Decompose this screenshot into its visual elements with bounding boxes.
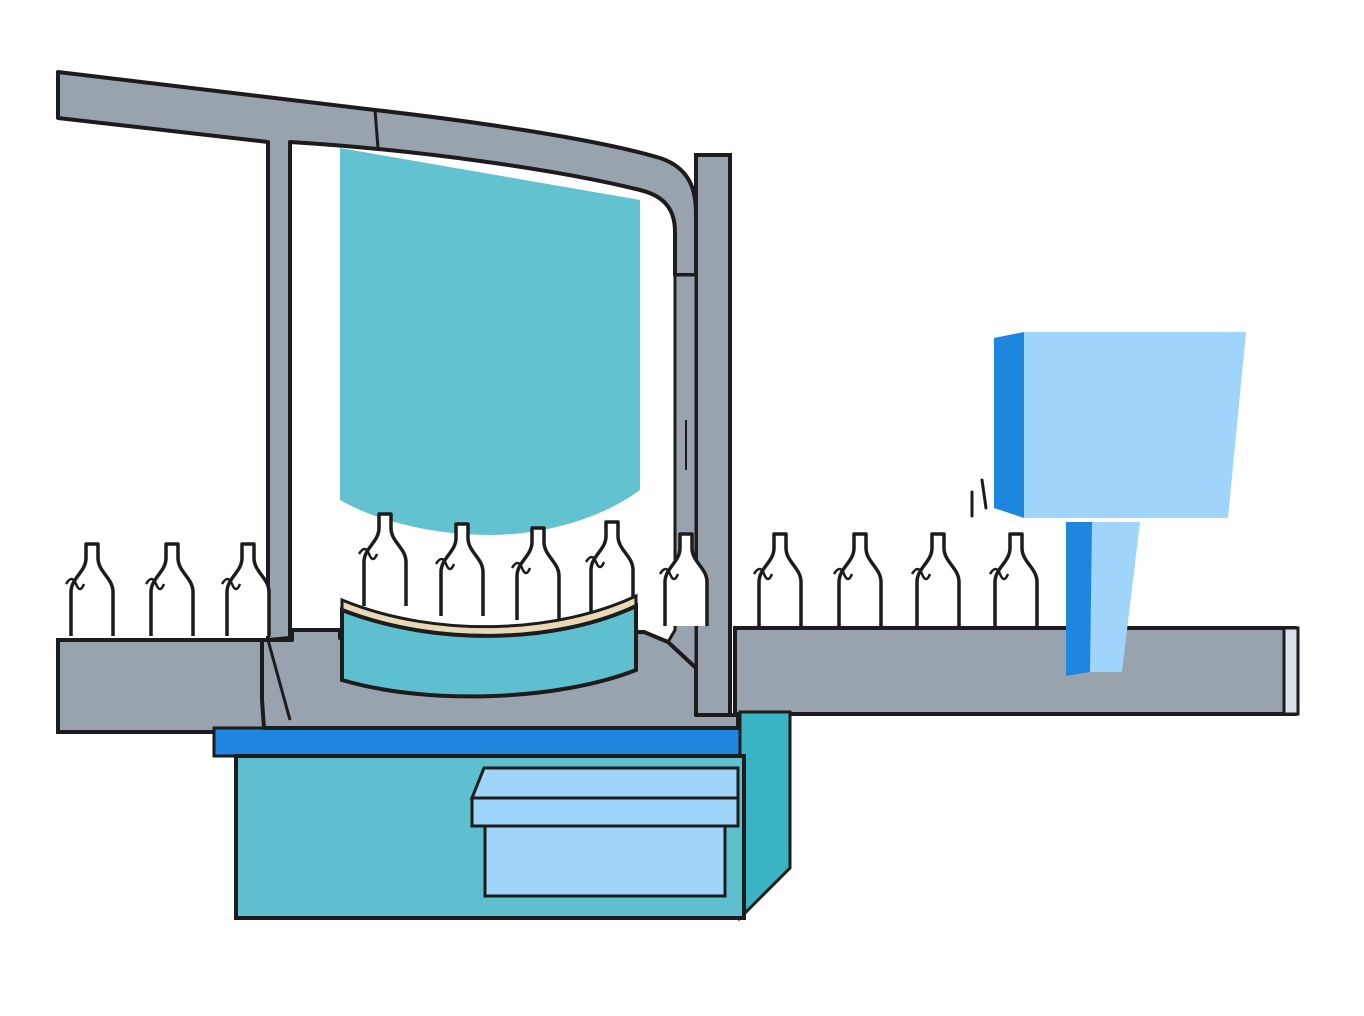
bottle-5	[439, 522, 485, 616]
capper-stem-light	[1090, 522, 1140, 672]
machine-base	[212, 710, 792, 922]
bottle-6	[515, 526, 561, 620]
bottle-1-splash	[64, 577, 86, 591]
capper-body-light	[1024, 332, 1246, 518]
bottle-12	[993, 532, 1039, 626]
bottle-10-splash	[832, 567, 854, 581]
bottle-9-splash	[752, 567, 774, 581]
bottle-3-splash	[220, 577, 242, 591]
bottle-10	[837, 532, 883, 626]
bottle-8-splash	[658, 567, 680, 581]
conveyor-left-segment	[56, 638, 270, 734]
filling-tank	[340, 148, 640, 535]
bottle-9	[757, 532, 803, 626]
drawer	[469, 766, 740, 898]
capper-sparks	[970, 478, 988, 518]
bottle-2-splash	[144, 577, 166, 591]
bottle-11	[915, 532, 961, 626]
frame-top-beam	[56, 70, 698, 642]
bottle-3	[225, 542, 271, 636]
base-top-strip	[212, 726, 746, 758]
bowl-body	[340, 602, 638, 699]
drawer-lip	[470, 796, 740, 828]
tank-body	[340, 148, 640, 535]
frame-column-edge	[266, 639, 292, 721]
bottle-7-splash	[584, 555, 606, 569]
bottle-5-splash	[434, 557, 456, 571]
drawer-top	[469, 766, 740, 800]
bottle-6-splash	[510, 561, 532, 575]
bottle-2	[149, 542, 195, 636]
bottle-11-splash	[910, 567, 932, 581]
bottle-1	[69, 542, 115, 636]
bottle-carousel-bowl	[340, 593, 638, 699]
drawer-front	[483, 822, 727, 898]
bottle-4	[362, 512, 408, 606]
bottle-4-splash	[357, 547, 379, 561]
bottles	[64, 512, 1039, 636]
conveyor-end-cap	[1282, 626, 1300, 716]
conveyor-belt	[56, 626, 1300, 734]
frame-right-column	[694, 153, 732, 717]
base-side	[738, 710, 792, 922]
beam-seam	[373, 109, 380, 149]
conveyor-right-segment	[733, 626, 1297, 716]
capping-unit	[970, 332, 1246, 676]
capper-body-dark	[994, 332, 1024, 518]
capper-stem-dark	[1066, 522, 1092, 676]
bottle-12-splash	[988, 567, 1010, 581]
